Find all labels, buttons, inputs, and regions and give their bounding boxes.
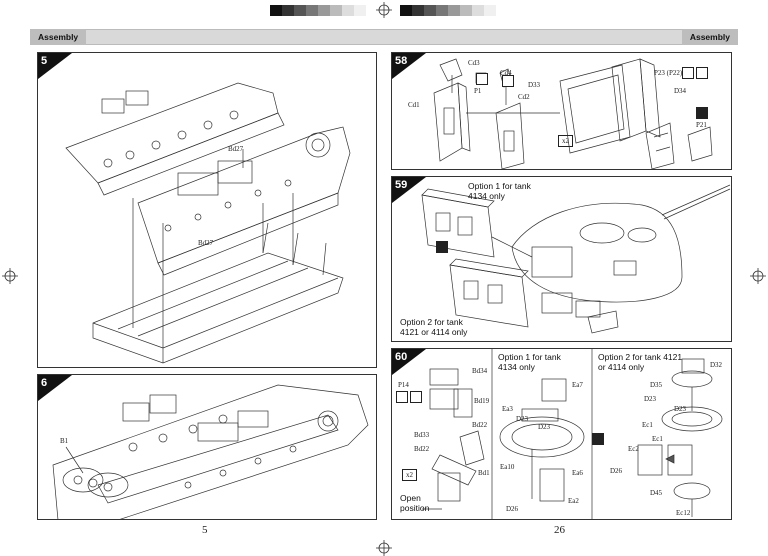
header-label-right: Assembly xyxy=(681,29,738,45)
part-label: Bd19 xyxy=(474,397,490,405)
step-badge: 58 xyxy=(392,53,428,81)
quantity-badge: x2 xyxy=(402,469,417,481)
page-number-left: 5 xyxy=(202,524,208,536)
part-label: Ea10 xyxy=(500,463,515,471)
part-label: D23 xyxy=(674,405,687,413)
part-label: Ec1 xyxy=(652,435,663,443)
part-label: Ea6 xyxy=(572,469,583,477)
part-label: D45 xyxy=(650,489,663,497)
cut-icon xyxy=(436,241,448,253)
part-label: Ec1 xyxy=(642,421,653,429)
part-label: Bd1 xyxy=(478,469,490,477)
glue-icon xyxy=(410,391,422,403)
crosshair-icon xyxy=(376,2,392,18)
hull-side-assembly-drawing xyxy=(65,82,351,364)
part-label: Ea2 xyxy=(568,497,579,505)
part-label: Cd2 xyxy=(518,93,530,101)
step-badge: 60 xyxy=(392,349,428,377)
bend-icon xyxy=(396,391,408,403)
part-label: Cd3 xyxy=(468,59,480,67)
part-label: Bd22 xyxy=(472,421,488,429)
step-58-panel: 58 xyxy=(391,52,732,170)
part-label: Ec2 xyxy=(628,445,639,453)
header-label-left: Assembly xyxy=(30,29,87,45)
part-label: Cd4 xyxy=(500,69,512,77)
part-label: Ea3 xyxy=(502,405,513,413)
step-5-panel: 5 xyxy=(37,52,377,368)
quantity-badge: x2 xyxy=(558,135,573,147)
part-label: D33 xyxy=(528,81,541,89)
cut-icon xyxy=(592,433,604,445)
open-position-label: Open position xyxy=(400,493,430,513)
part-label: Ec12 xyxy=(676,509,691,517)
part-label: D26 xyxy=(610,467,623,475)
bend-icon xyxy=(682,67,694,79)
part-label: D35 xyxy=(650,381,663,389)
part-label: P1 xyxy=(474,87,482,95)
color-registration-bar-left xyxy=(270,5,366,16)
glue-icon xyxy=(502,75,514,87)
part-label: D26 xyxy=(506,505,519,513)
page-number-right: 26 xyxy=(554,524,565,536)
turret-assembly-drawing xyxy=(421,184,731,334)
crosshair-icon xyxy=(750,268,766,284)
step-badge: 5 xyxy=(38,53,74,81)
hatch-parts-drawing xyxy=(433,58,713,169)
part-label: D23 xyxy=(538,423,551,431)
part-label: D32 xyxy=(710,361,723,369)
color-registration-bar-right xyxy=(400,5,496,16)
cupola-hatch-drawing xyxy=(422,349,723,519)
step-6-panel: 6 B1 xyxy=(37,374,377,520)
part-label: Bd22 xyxy=(414,445,430,453)
option-2-label: Option 2 for tank 4121 or 4114 only xyxy=(598,352,683,372)
option-1-label: Option 1 for tank 4134 only xyxy=(468,181,531,201)
part-label: P14 xyxy=(398,381,409,389)
part-label: P23 (P22) xyxy=(654,69,683,77)
part-label: D23 xyxy=(516,415,529,423)
step-60-panel: 60 P14 xyxy=(391,348,732,520)
part-label: P21 xyxy=(696,121,707,129)
step-badge: 6 xyxy=(38,375,74,403)
part-label: D23 xyxy=(644,395,657,403)
glue-icon xyxy=(696,67,708,79)
hull-wheel-assembly-drawing xyxy=(52,384,369,519)
part-label: Bd33 xyxy=(414,431,430,439)
cut-icon xyxy=(696,107,708,119)
part-label: Cd1 xyxy=(408,101,420,109)
glue-icon xyxy=(476,73,488,85)
part-label: Ea7 xyxy=(572,381,583,389)
option-2-label: Option 2 for tank 4121 or 4114 only xyxy=(400,317,468,337)
crosshair-icon xyxy=(376,540,392,556)
part-label: D34 xyxy=(674,87,687,95)
crosshair-icon xyxy=(2,268,18,284)
part-label: Bd27 xyxy=(198,239,214,247)
part-label: Bd27 xyxy=(228,145,244,153)
part-label: Bd34 xyxy=(472,367,488,375)
header-bar xyxy=(30,29,738,45)
part-label: B1 xyxy=(60,437,69,445)
option-1-label: Option 1 for tank 4134 only xyxy=(498,352,561,372)
step-59-panel: 59 Option 1 for tank 4134 only Option 2 … xyxy=(391,176,732,342)
step-badge: 59 xyxy=(392,177,428,205)
